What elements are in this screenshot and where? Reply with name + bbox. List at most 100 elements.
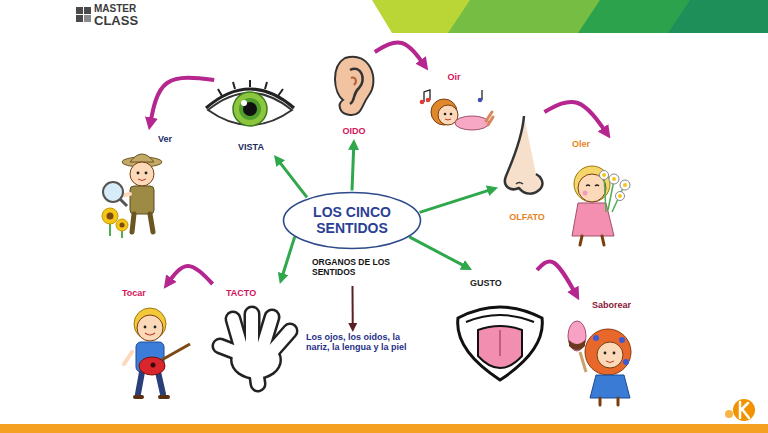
ice-cream-girl (568, 321, 586, 351)
logo-icon (76, 15, 83, 22)
listening-girl (445, 119, 451, 120)
sense-arrow (277, 159, 307, 197)
ellipse-title: LOS CINCO SENTIDOS (282, 204, 422, 236)
organ-text: Los ojos, los oidos, la nariz, la lengua… (306, 332, 424, 353)
action-figure: Ver (100, 130, 180, 242)
organ-text: ORGANOS DE LOS SENTIDOS (312, 258, 402, 278)
organs-list: Los ojos, los oidos, la nariz, la lengua… (306, 332, 426, 376)
ice-cream-girl (600, 398, 618, 405)
sense-arrow (352, 144, 354, 191)
explorer-child (130, 154, 154, 162)
ice-cream-girl (619, 337, 625, 343)
ear-illustration (350, 69, 363, 104)
listening-girl (486, 112, 493, 125)
organs-heading: ORGANOS DE LOS SENTIDOS (312, 258, 404, 286)
guitar-boy (124, 308, 190, 397)
explorer-child (137, 172, 140, 175)
eye-illustration (206, 80, 294, 126)
logo-icon (76, 7, 91, 22)
mouth-illustration (466, 315, 534, 322)
sense-arrow (420, 189, 494, 212)
nose-illustration (505, 116, 543, 194)
smelling-child (580, 236, 604, 245)
sense-label: Saborear (592, 300, 631, 310)
mouth-illustration (458, 307, 543, 380)
hand-illustration (220, 314, 290, 384)
logo-icon (76, 7, 83, 14)
eye-illustration (233, 92, 267, 126)
ice-cream-girl (623, 359, 629, 365)
listening-girl (426, 98, 431, 103)
action-arrow (375, 42, 425, 66)
sense-label: Ver (158, 134, 172, 144)
ice-cream-girl (580, 352, 586, 372)
smelling-child (572, 166, 630, 245)
action-figure: Tocar (100, 288, 190, 403)
ice-cream-girl (568, 321, 631, 405)
ice-cream-girl (597, 342, 623, 368)
ear-illustration (335, 57, 373, 115)
guitar-boy (139, 357, 165, 375)
smelling-child (618, 194, 622, 198)
sense-organ: OLFATO (498, 112, 556, 228)
guitar-boy (145, 333, 155, 335)
smelling-child (609, 174, 619, 184)
listening-girl (450, 113, 453, 116)
action-figure: Saborear (552, 300, 644, 408)
guitar-boy (158, 344, 190, 362)
sense-label: TACTO (226, 288, 256, 298)
guitar-boy (151, 363, 156, 368)
corner-logo (725, 399, 755, 421)
ear-illustration (351, 78, 356, 85)
ear-illustration (335, 57, 373, 115)
action-arrow (537, 261, 577, 295)
explorer-child (138, 179, 146, 181)
action-figure: Oir (412, 70, 496, 138)
sense-label: OLFATO (498, 212, 556, 222)
hand-illustration (220, 314, 290, 384)
sense-arrow (409, 237, 467, 268)
sense-organ: GUSTO (452, 270, 552, 386)
guitar-boy (137, 315, 163, 341)
sense-label: GUSTO (470, 278, 502, 288)
header-band (0, 0, 768, 33)
explorer-child (120, 223, 125, 228)
sense-label: Oir (412, 72, 496, 82)
smelling-child (600, 171, 609, 180)
nose-illustration (516, 183, 523, 185)
smelling-child (616, 192, 625, 201)
listening-girl (420, 90, 493, 130)
corner-logo (725, 410, 733, 418)
explorer-child (102, 208, 118, 224)
ice-cream-girl (590, 375, 630, 398)
smelling-child (602, 173, 606, 177)
mouth-illustration (458, 307, 543, 380)
listening-girl (431, 99, 457, 125)
guitar-boy (134, 308, 166, 340)
sense-arrow (281, 237, 294, 279)
explorer-child (145, 172, 148, 175)
ice-cream-girl (569, 340, 585, 350)
smelling-child (623, 183, 627, 187)
explorer-child (116, 219, 128, 231)
hand-illustration (220, 314, 290, 384)
action-arrow (167, 266, 213, 285)
corner-logo (733, 399, 755, 421)
sense-organ: TACTO (200, 284, 305, 390)
guitar-boy (135, 395, 168, 399)
logo-icon (84, 15, 91, 22)
ice-cream-girl (585, 329, 631, 375)
ice-cream-girl (604, 352, 607, 355)
corner-logo (740, 402, 749, 418)
header-stripe (578, 0, 768, 33)
footer-band (0, 424, 768, 433)
action-arrow (544, 102, 607, 134)
sense-label: OIDO (328, 126, 380, 136)
logo-text: MASTER (94, 4, 136, 14)
sense-organ: OIDO (328, 52, 380, 139)
guitar-boy (144, 326, 147, 329)
listening-girl (478, 98, 483, 103)
logo-text: CLASS (94, 14, 138, 27)
center-ellipse: LOS CINCO SENTIDOS (282, 191, 422, 250)
